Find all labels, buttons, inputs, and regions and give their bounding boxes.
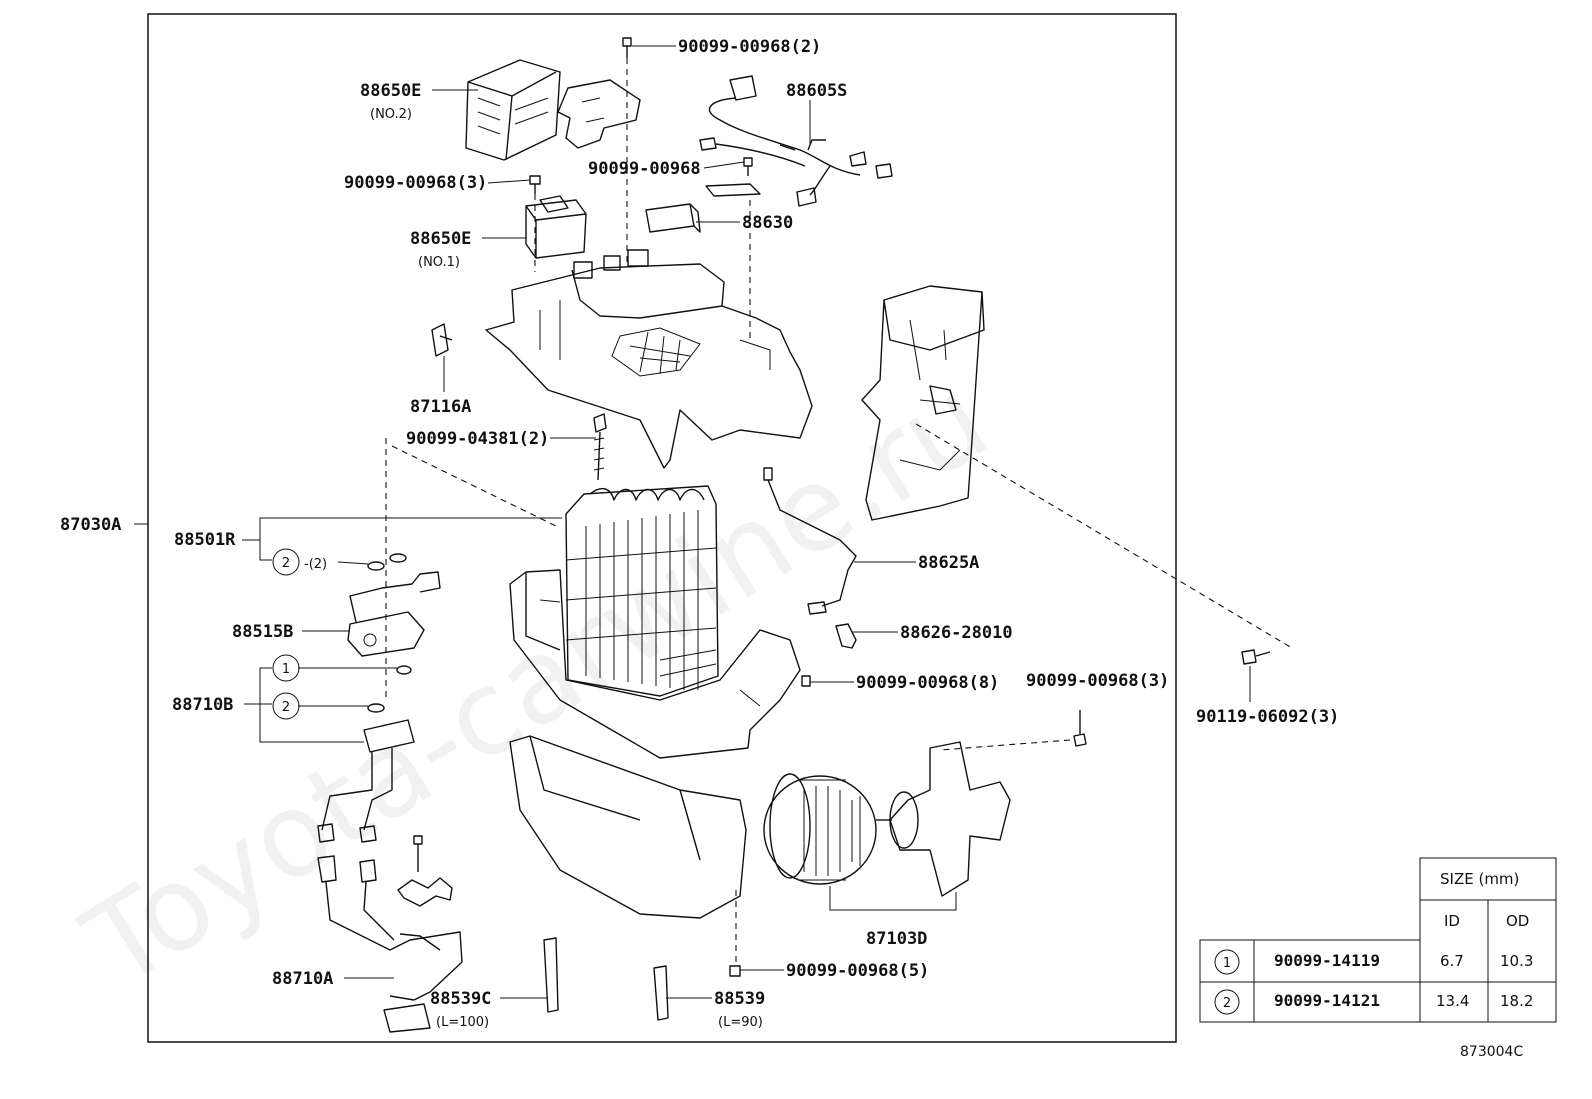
label-88650E-no1: 88650E xyxy=(410,229,471,249)
label-88605S: 88605S xyxy=(786,81,847,101)
screw-top xyxy=(622,37,632,262)
thermistor xyxy=(763,467,857,615)
blower-fan xyxy=(763,773,877,885)
control-unit-no2 xyxy=(465,59,561,161)
size-table-header: SIZE (mm) xyxy=(1440,870,1519,888)
evaporator xyxy=(565,485,719,697)
size-row-1-part: 90099-14119 xyxy=(1274,951,1380,970)
blower-motor xyxy=(876,741,1011,897)
label-88630: 88630 xyxy=(742,213,793,233)
blower-housing xyxy=(509,735,747,919)
label-90099-00968: 90099-00968 xyxy=(588,159,701,179)
label-87030A: 87030A xyxy=(60,515,121,535)
upper-case xyxy=(485,249,813,469)
size-row-2-od: 18.2 xyxy=(1500,992,1533,1010)
control-unit-no1 xyxy=(525,195,587,259)
o-rings xyxy=(367,553,412,713)
size-row-2-ref: 2 xyxy=(1223,996,1231,1011)
relay-88630 xyxy=(645,203,701,233)
label-88539C: 88539C xyxy=(430,989,491,1009)
pipe-clamp xyxy=(397,877,453,907)
circle-ref-2a: 2 xyxy=(282,556,290,571)
size-row-1-od: 10.3 xyxy=(1500,952,1533,970)
size-table: SIZE (mm) ID OD 1 90099-14119 6.7 10.3 2… xyxy=(1199,857,1557,1023)
label-90099-00968-3a: 90099-00968(3) xyxy=(344,173,487,193)
circle-ref-2b: 2 xyxy=(282,700,290,715)
label-2x2: -(2) xyxy=(304,557,327,572)
label-88625A: 88625A xyxy=(918,553,979,573)
small-bracket xyxy=(705,183,761,197)
label-88650E-no1-sub: (NO.1) xyxy=(418,255,460,270)
label-87116A: 87116A xyxy=(410,397,471,417)
screw-8 xyxy=(801,675,811,687)
screw-mid xyxy=(743,157,753,340)
label-88539-sub: (L=90) xyxy=(718,1015,763,1030)
drain-hose-88539C xyxy=(543,937,559,1013)
size-table-col-id: ID xyxy=(1444,912,1460,930)
lower-case xyxy=(509,569,801,759)
leader-lines xyxy=(134,45,1251,999)
size-table-col-od: OD xyxy=(1506,912,1529,930)
figure-code: 873004C xyxy=(1460,1044,1523,1060)
label-90099-00968-8: 90099-00968(8) xyxy=(856,673,999,693)
bracket xyxy=(557,79,641,149)
label-88539: 88539 xyxy=(714,989,765,1009)
circle-ref-1: 1 xyxy=(282,662,290,677)
label-88710A: 88710A xyxy=(272,969,333,989)
label-90099-00968-5: 90099-00968(5) xyxy=(786,961,929,981)
bolt-04381 xyxy=(593,413,607,481)
size-row-2-part: 90099-14121 xyxy=(1274,991,1380,1010)
label-88710B: 88710B xyxy=(172,695,233,715)
label-88515B: 88515B xyxy=(232,622,293,642)
screw-left xyxy=(529,175,541,272)
wire-harness xyxy=(699,75,893,207)
label-88650E-no2: 88650E xyxy=(360,81,421,101)
label-88501R: 88501R xyxy=(174,530,236,550)
screw-right xyxy=(939,710,1087,751)
size-row-1-ref: 1 xyxy=(1223,956,1231,971)
diagram-frame xyxy=(147,13,1177,1043)
air-duct xyxy=(861,285,985,521)
circled-refs: 2 1 2 xyxy=(272,548,300,720)
label-90099-00968-2: 90099-00968(2) xyxy=(678,37,821,57)
dash-line-1 xyxy=(391,445,561,529)
size-row-2-id: 13.4 xyxy=(1436,992,1469,1010)
expansion-valve xyxy=(347,571,441,657)
clamp-screw xyxy=(413,835,423,872)
size-row-1-id: 6.7 xyxy=(1440,952,1464,970)
screw-5 xyxy=(729,965,741,977)
label-90099-04381-2: 90099-04381(2) xyxy=(406,429,549,449)
sensor-clip xyxy=(835,623,857,649)
label-88626-28010: 88626-28010 xyxy=(900,623,1013,643)
label-88539C-sub: (L=100) xyxy=(436,1015,489,1030)
label-88650E-no2-sub: (NO.2) xyxy=(370,107,412,122)
label-87103D: 87103D xyxy=(866,929,927,949)
drain-hose-88539 xyxy=(653,965,669,1021)
label-90119-06092-3: 90119-06092(3) xyxy=(1196,707,1339,727)
clip-87116A xyxy=(431,323,453,357)
screw-90119 xyxy=(1241,649,1271,665)
dash-line-2 xyxy=(915,423,1293,649)
pipe-assembly xyxy=(317,719,463,1033)
label-90099-00968-3b: 90099-00968(3) xyxy=(1026,671,1169,691)
part-labels: 88650E (NO.2) 90099-00968(2) 88605S 9009… xyxy=(60,37,1339,1030)
